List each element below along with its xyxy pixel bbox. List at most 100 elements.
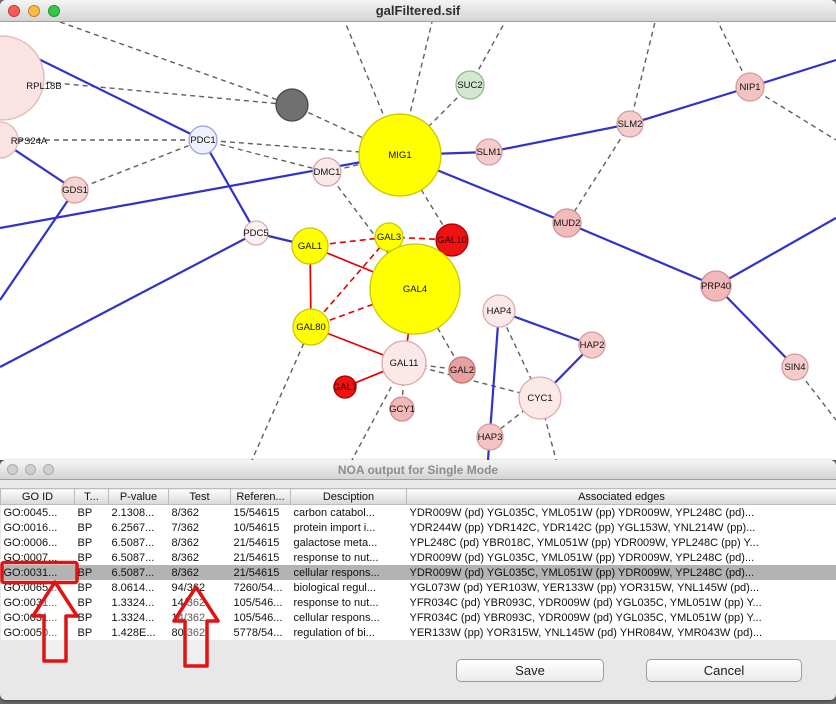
graph-node-PDC1[interactable]: [188, 125, 218, 155]
save-button[interactable]: Save: [456, 659, 604, 682]
column-header-5[interactable]: Desciption: [290, 488, 407, 505]
table-cell[interactable]: 15/54615: [230, 504, 291, 520]
table-cell[interactable]: 6.5087...: [108, 550, 169, 565]
table-cell[interactable]: response to nut...: [290, 595, 407, 610]
table-cell[interactable]: BP: [74, 520, 109, 535]
graph-node-HAP4[interactable]: [482, 294, 516, 328]
table-cell[interactable]: YDR009W (pd) YGL035C, YML051W (pp) YDR00…: [406, 550, 836, 565]
table-cell[interactable]: BP: [74, 595, 109, 610]
close-button-inactive[interactable]: [7, 464, 18, 475]
table-cell[interactable]: protein import i...: [290, 520, 407, 535]
table-cell[interactable]: 8/362: [168, 504, 231, 520]
table-cell[interactable]: 21/54615: [230, 550, 291, 565]
graph-node-SUC2[interactable]: [455, 70, 485, 100]
graph-node-unlabeled[interactable]: [275, 88, 309, 122]
column-header-3[interactable]: Test: [168, 488, 231, 505]
graph-node-RPL18B[interactable]: [0, 35, 45, 121]
cancel-button[interactable]: Cancel: [646, 659, 802, 682]
table-cell[interactable]: cellular respons...: [290, 565, 407, 580]
table-cell[interactable]: BP: [74, 580, 109, 595]
table-cell[interactable]: 7260/54...: [230, 580, 291, 595]
column-header-2[interactable]: P-value: [108, 488, 169, 505]
graph-node-DMC1[interactable]: [312, 157, 342, 187]
graph-node-SLM1[interactable]: [475, 138, 503, 166]
table-cell[interactable]: GO:0007...: [0, 550, 75, 565]
table-cell[interactable]: 6.5087...: [108, 535, 169, 550]
table-cell[interactable]: GO:0016...: [0, 520, 75, 535]
table-cell[interactable]: YDR009W (pd) YGL035C, YML051W (pp) YDR00…: [406, 565, 836, 580]
table-cell[interactable]: biological regul...: [290, 580, 407, 595]
table-cell[interactable]: YDR244W (pp) YDR142C, YDR142C (pp) YGL15…: [406, 520, 836, 535]
table-cell[interactable]: 1.3324...: [108, 595, 169, 610]
graph-node-SIN4[interactable]: [781, 353, 809, 381]
table-cell[interactable]: 8/362: [168, 535, 231, 550]
table-cell[interactable]: 1.428E...: [108, 625, 169, 640]
zoom-button[interactable]: [48, 4, 60, 17]
column-header-0[interactable]: GO ID: [0, 488, 75, 505]
graph-node-PRP40[interactable]: [700, 270, 732, 302]
column-header-6[interactable]: Associated edges: [406, 488, 836, 505]
table-cell[interactable]: GO:0045...: [0, 504, 75, 520]
table-cell[interactable]: carbon catabol...: [290, 504, 407, 520]
table-cell[interactable]: BP: [74, 625, 109, 640]
graph-node-HAP3[interactable]: [476, 423, 504, 451]
table-cell[interactable]: BP: [74, 565, 109, 580]
table-cell[interactable]: 5778/54...: [230, 625, 291, 640]
graph-node-NIP1[interactable]: [735, 72, 765, 102]
table-cell[interactable]: BP: [74, 535, 109, 550]
table-cell[interactable]: 14/362: [168, 610, 231, 625]
table-cell[interactable]: YFR034C (pd) YBR093C, YDR009W (pd) YGL03…: [406, 610, 836, 625]
close-button[interactable]: [8, 4, 20, 17]
table-cell[interactable]: 21/54615: [230, 535, 291, 550]
graph-node-GAL80[interactable]: [292, 308, 330, 346]
graph-node-GDS1[interactable]: [61, 176, 89, 204]
table-cell[interactable]: YGL073W (pd) YER103W, YER133W (pp) YOR31…: [406, 580, 836, 595]
table-cell[interactable]: YER133W (pp) YOR315W, YNL145W (pd) YHR08…: [406, 625, 836, 640]
table-cell[interactable]: 1.3324...: [108, 610, 169, 625]
graph-node-GAL11[interactable]: [381, 340, 427, 386]
table-cell[interactable]: 8.0614...: [108, 580, 169, 595]
minimize-button[interactable]: [28, 4, 40, 17]
table-cell[interactable]: GO:0050...: [0, 625, 75, 640]
table-cell[interactable]: cellular respons...: [290, 610, 407, 625]
table-cell[interactable]: GO:0031...: [0, 610, 75, 625]
graph-node-GAL3[interactable]: [374, 222, 404, 252]
table-cell[interactable]: galactose meta...: [290, 535, 407, 550]
table-cell[interactable]: regulation of bi...: [290, 625, 407, 640]
network-window-titlebar[interactable]: galFiltered.sif: [0, 0, 836, 22]
graph-node-GAL2[interactable]: [448, 356, 476, 384]
table-cell[interactable]: YDR009W (pd) YGL035C, YML051W (pp) YDR00…: [406, 504, 836, 520]
minimize-button-inactive[interactable]: [25, 464, 36, 475]
table-cell[interactable]: 21/54615: [230, 565, 291, 580]
zoom-button-inactive[interactable]: [43, 464, 54, 475]
table-cell[interactable]: BP: [74, 610, 109, 625]
table-cell[interactable]: YFR034C (pd) YBR093C, YDR009W (pd) YGL03…: [406, 595, 836, 610]
graph-node-GAL7[interactable]: [333, 375, 357, 399]
graph-node-GAL10[interactable]: [435, 223, 469, 257]
table-cell[interactable]: 2.1308...: [108, 504, 169, 520]
table-cell[interactable]: 6.2567...: [108, 520, 169, 535]
table-cell[interactable]: 6.5087...: [108, 565, 169, 580]
graph-node-HAP2[interactable]: [578, 331, 606, 359]
graph-node-CYC1[interactable]: [518, 376, 562, 420]
graph-node-RPS24A[interactable]: [0, 121, 19, 159]
network-graph[interactable]: RPL18BRPS24AGDS1PDC1DMC1MIG1SUC2SLM1SLM2…: [0, 21, 836, 460]
table-cell[interactable]: GO:0031...: [0, 595, 75, 610]
table-cell[interactable]: 10/54615: [230, 520, 291, 535]
graph-node-GAL4[interactable]: [369, 243, 461, 335]
table-cell[interactable]: 8/362: [168, 565, 231, 580]
table-cell[interactable]: GO:0065...: [0, 580, 75, 595]
table-cell[interactable]: 80/362: [168, 625, 231, 640]
graph-node-MUD2[interactable]: [552, 208, 582, 238]
